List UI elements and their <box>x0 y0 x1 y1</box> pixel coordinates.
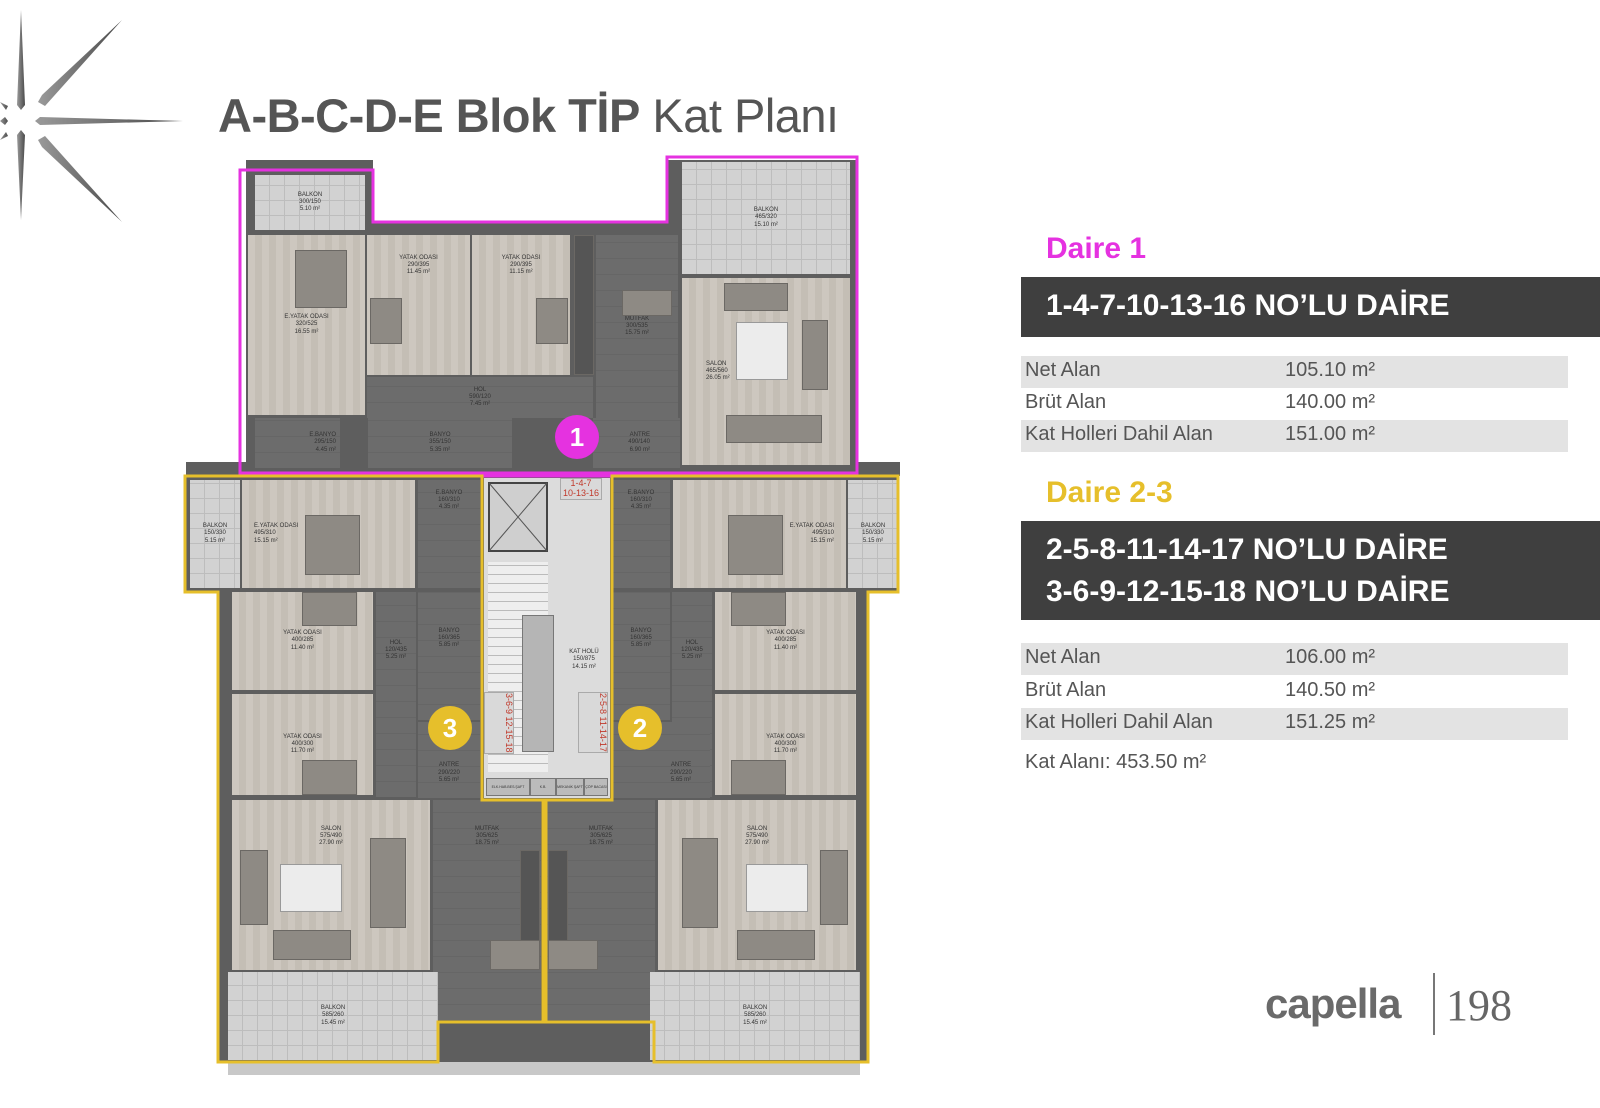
shaft-label: K.B. <box>530 778 556 796</box>
rug <box>736 322 788 380</box>
shaft-label: ÇÖP BACASI <box>584 778 608 796</box>
daire1-band: 1-4-7-10-13-16 NO’LU DAİRE <box>1021 277 1600 337</box>
dining-table <box>490 940 540 970</box>
sofa <box>820 850 848 925</box>
bed <box>302 760 357 795</box>
daire23-heading: Daire 2-3 <box>1046 476 1173 509</box>
apartment-marker-2: 2 <box>618 706 662 750</box>
bed <box>731 592 786 626</box>
bed <box>731 760 786 795</box>
bed <box>302 592 357 626</box>
dining-table <box>682 838 718 928</box>
rug <box>280 864 342 912</box>
footer-divider <box>1433 973 1435 1035</box>
courtyard-gap <box>373 160 667 222</box>
daire1-heading: Daire 1 <box>1046 232 1147 265</box>
kat-alani: Kat Alanı: 453.50 m² <box>1025 751 1207 773</box>
dining-table <box>726 415 822 443</box>
sofa <box>240 850 268 925</box>
shaft-label: ELK.HAB.BES.ŞAFT <box>486 778 530 796</box>
sofa <box>737 930 815 960</box>
bed <box>305 515 360 575</box>
unit-numbers-label: 3-6-9 12-15-18 <box>484 692 514 754</box>
sofa <box>802 320 828 390</box>
rug <box>746 864 808 912</box>
sofa <box>273 930 351 960</box>
dining-table <box>622 290 672 316</box>
apartment-marker-3: 3 <box>428 706 472 750</box>
ground-strip <box>228 1062 860 1075</box>
shaft-label: MEKANİK ŞAFT <box>556 778 584 796</box>
dining-table <box>548 940 598 970</box>
sofa <box>724 283 788 311</box>
bed <box>536 298 568 344</box>
star-compass-icon <box>0 10 183 222</box>
bed <box>295 250 347 308</box>
unit-numbers-label: 2-5-8 11-14-17 <box>578 692 608 753</box>
page-number: 198 <box>1446 981 1512 1030</box>
kitchen-counter <box>574 235 594 375</box>
stair-well <box>522 615 554 752</box>
apartment-marker-1: 1 <box>555 415 599 459</box>
page-title: A-B-C-D-E Blok TİP Kat Planı <box>218 89 839 142</box>
dining-table <box>370 838 406 928</box>
bed <box>728 515 783 575</box>
elevator-icon <box>488 482 548 552</box>
brand-logo: capella <box>1265 980 1401 1027</box>
bed <box>370 298 402 344</box>
